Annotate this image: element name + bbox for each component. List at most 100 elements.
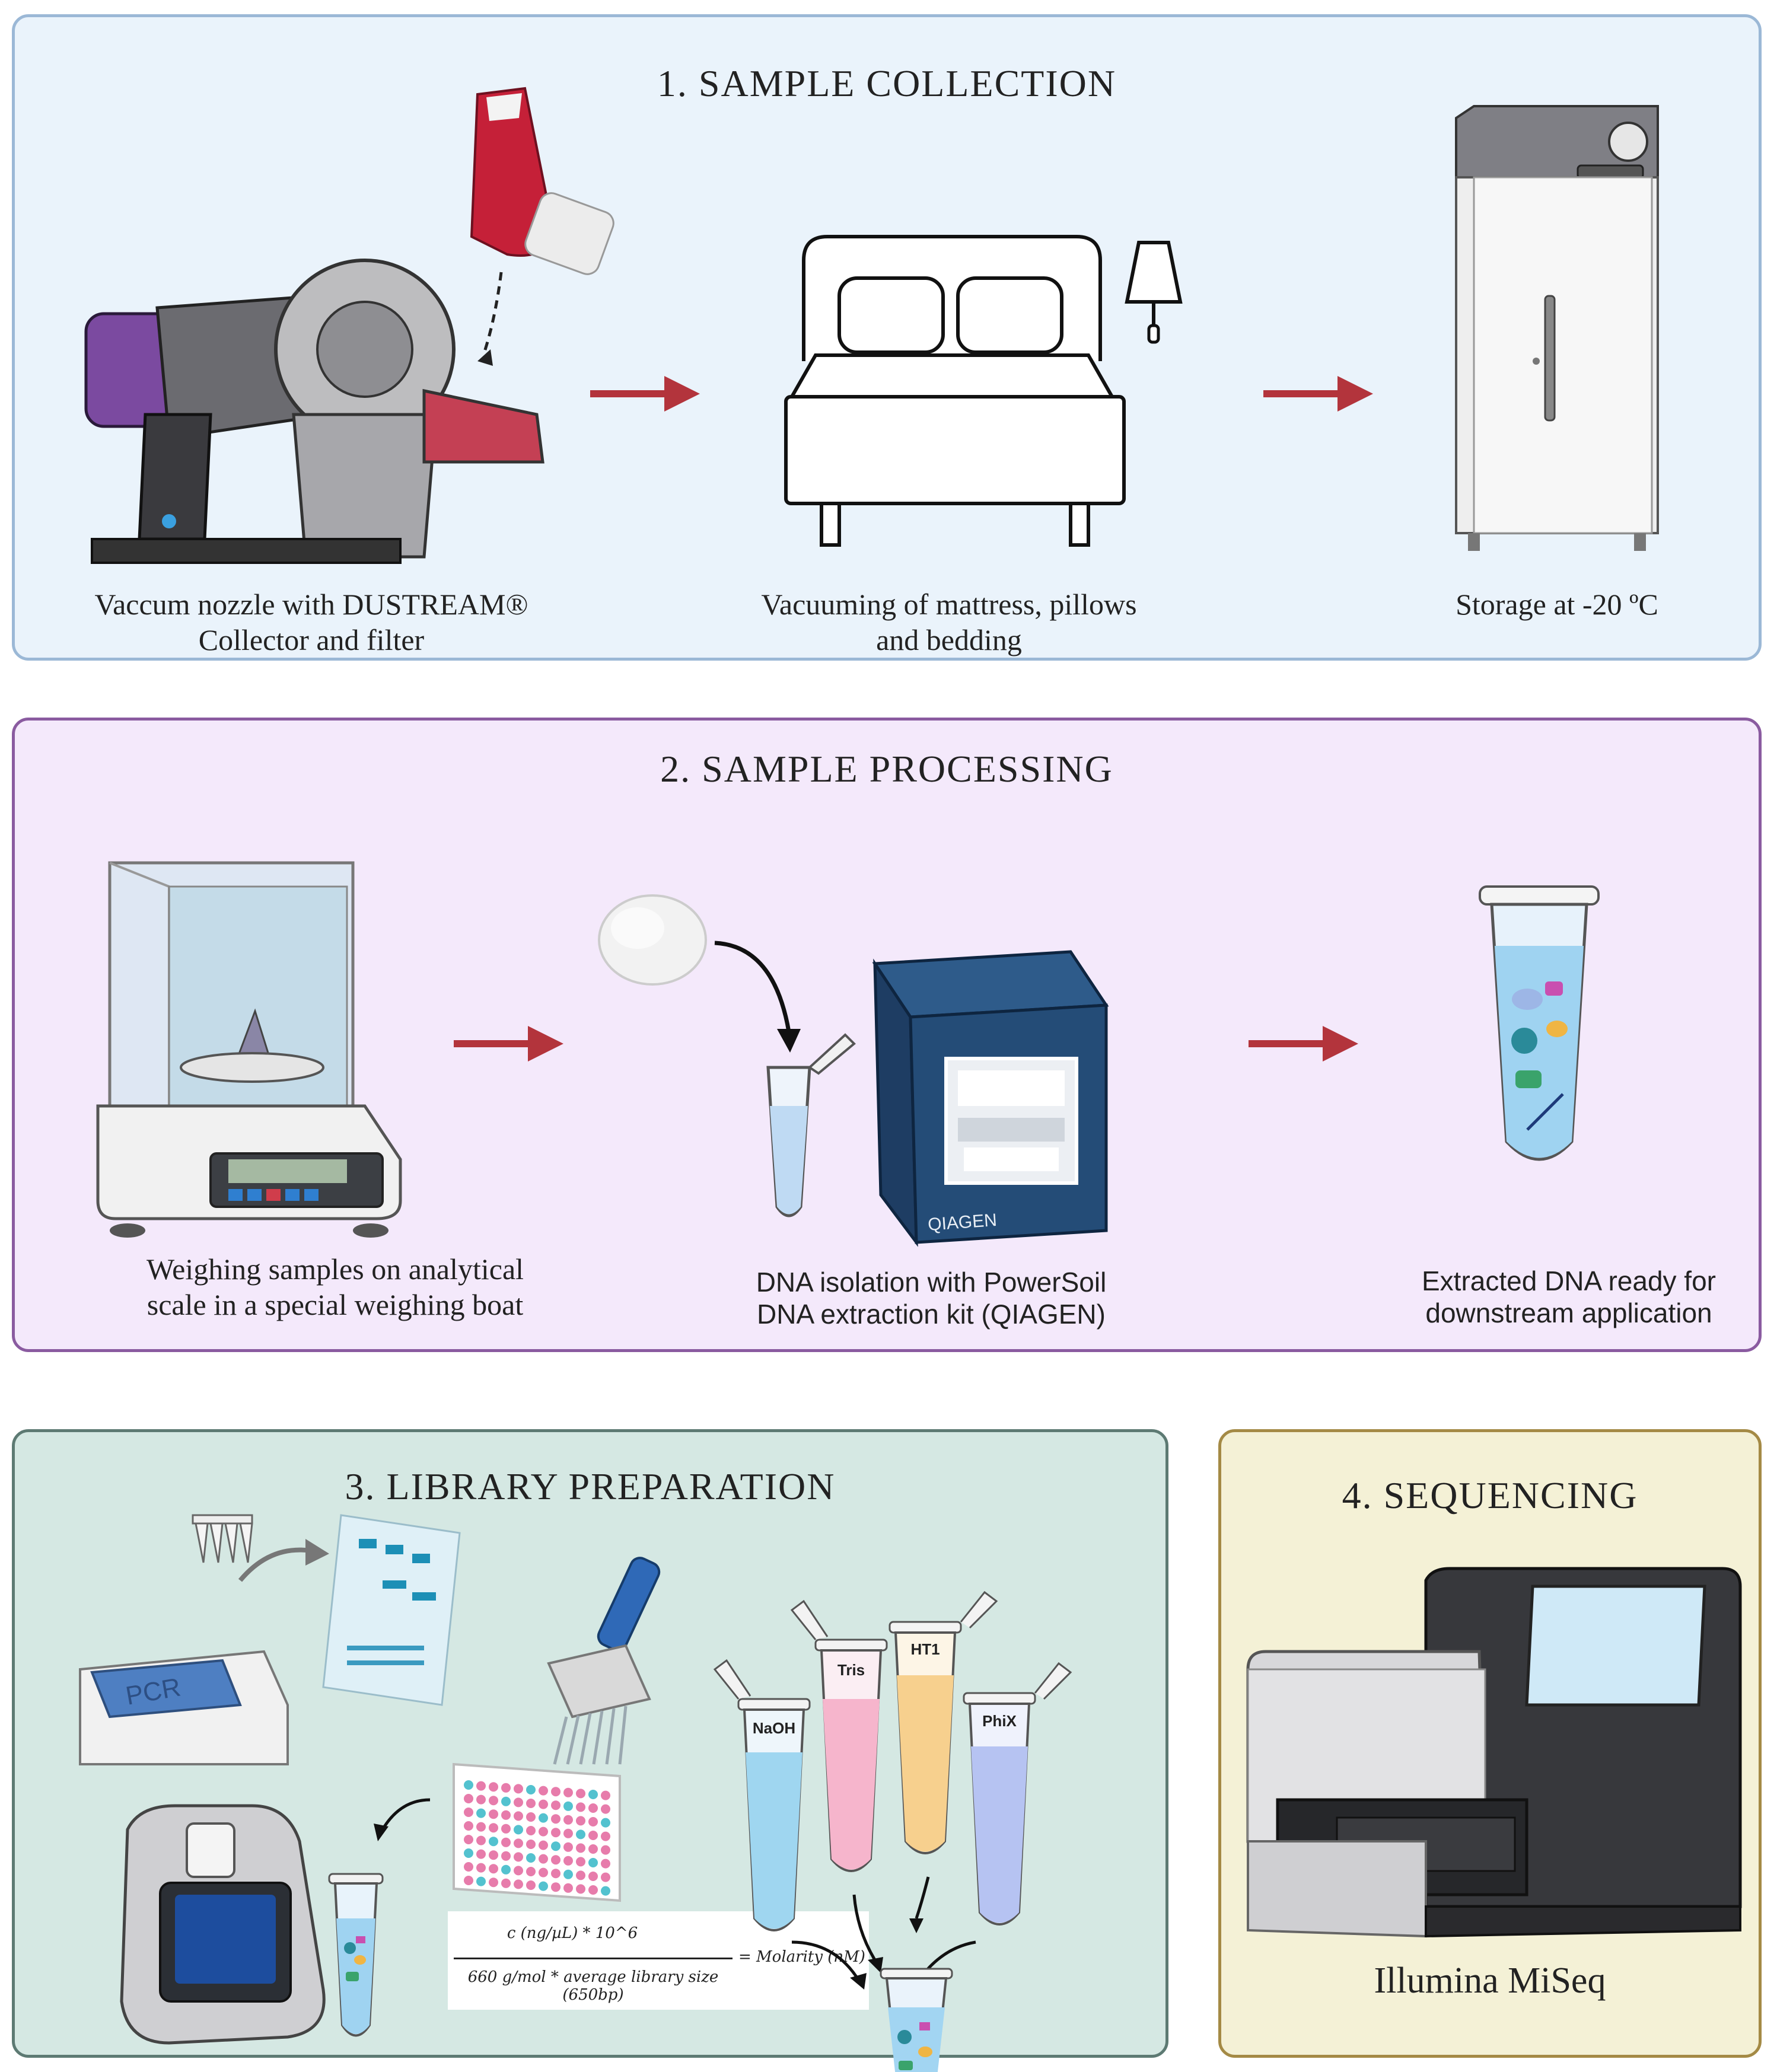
bed-icon	[784, 235, 1183, 547]
microtube-icon	[766, 1033, 856, 1217]
arrow-icon	[1249, 1026, 1358, 1061]
well	[551, 1882, 561, 1892]
dna-isolation-illustration: QIAGEN	[598, 894, 1109, 1247]
well	[489, 1782, 498, 1792]
well	[551, 1800, 561, 1810]
well	[551, 1855, 561, 1865]
well	[539, 1813, 548, 1823]
well	[539, 1786, 548, 1796]
arrow-icon	[590, 376, 700, 412]
well	[464, 1794, 473, 1803]
step-caption: Vaccum nozzle with DUSTREAM® Collector a…	[94, 588, 528, 656]
ht1-tube-icon	[888, 1590, 998, 1854]
qiagen-kit-box-icon	[872, 950, 1109, 1247]
well	[601, 1790, 610, 1800]
well	[601, 1818, 610, 1828]
well	[539, 1799, 548, 1809]
well	[464, 1848, 473, 1858]
well	[551, 1841, 561, 1851]
well	[526, 1799, 536, 1808]
pcr-gel-illustration: PCR	[79, 1514, 461, 1765]
well	[514, 1811, 523, 1821]
well	[601, 1859, 610, 1869]
well	[563, 1787, 573, 1797]
well	[489, 1823, 498, 1833]
kit-brand-label: QIAGEN	[927, 1210, 998, 1235]
well	[514, 1797, 523, 1808]
tube-label: HT1	[910, 1640, 940, 1658]
well	[476, 1808, 486, 1818]
fraction-bar	[454, 1958, 733, 1959]
well	[563, 1842, 573, 1852]
well	[476, 1794, 486, 1805]
well-plate-icon	[453, 1762, 621, 1902]
well	[563, 1828, 573, 1838]
tube-label: NaOH	[753, 1719, 795, 1737]
dna-tube-icon	[328, 1873, 384, 2037]
well	[514, 1866, 523, 1876]
panel-sample-collection: 1. SAMPLE COLLECTION	[12, 14, 1762, 661]
phix-tube-icon	[963, 1662, 1072, 1926]
well	[588, 1817, 598, 1826]
panel-sample-processing: 2. SAMPLE PROCESSING	[12, 718, 1762, 1352]
well	[551, 1814, 561, 1824]
well	[501, 1851, 511, 1861]
curved-arrow-icon	[374, 1798, 431, 1841]
well	[588, 1885, 598, 1895]
well	[464, 1876, 473, 1885]
well	[551, 1828, 561, 1838]
well	[476, 1876, 486, 1886]
formula-numerator: c (ng/µL) * 10^6	[507, 1924, 638, 1942]
well	[526, 1853, 536, 1863]
step-caption: Storage at -20 ºC	[1456, 588, 1658, 621]
well	[489, 1809, 498, 1819]
well	[601, 1804, 610, 1814]
well	[539, 1840, 548, 1850]
well	[476, 1781, 486, 1791]
well	[551, 1869, 561, 1879]
fluorometer-icon	[120, 1804, 326, 2045]
arrow-icon	[1263, 376, 1373, 412]
well	[514, 1852, 523, 1862]
miseq-sequencer-icon	[1246, 1567, 1742, 1938]
vacuum-body-icon	[84, 259, 544, 564]
well	[501, 1783, 511, 1793]
well	[489, 1837, 498, 1847]
formula-denominator: 660 g/mol * average library size (650bp)	[467, 1968, 719, 2004]
panel-title: 4. SEQUENCING	[1342, 1474, 1638, 1516]
well	[514, 1838, 523, 1848]
well	[476, 1835, 486, 1845]
well	[464, 1862, 473, 1872]
well	[539, 1867, 548, 1877]
analytical-scale-icon	[96, 861, 402, 1238]
well	[576, 1884, 585, 1894]
pcr-tube-strip-icon	[192, 1514, 253, 1563]
well	[501, 1796, 511, 1806]
molarity-formula: c (ng/µL) * 10^6 660 g/mol * average lib…	[448, 1911, 869, 2010]
arrow-icon	[454, 1026, 563, 1061]
tube-label: PhiX	[982, 1712, 1017, 1730]
step-caption: Weighing samples on analytical scale in …	[146, 1252, 524, 1321]
freezer-icon	[1455, 105, 1659, 551]
dust-sample-icon	[598, 894, 707, 986]
pcr-machine-icon	[79, 1650, 289, 1765]
step-caption: Vacuuming of mattress, pillows and beddi…	[761, 588, 1137, 656]
well	[563, 1801, 573, 1811]
well	[501, 1810, 511, 1820]
well	[464, 1780, 473, 1790]
well	[526, 1880, 536, 1890]
panel-title: 3. LIBRARY PREPARATION	[345, 1465, 836, 1507]
well	[563, 1815, 573, 1825]
step-caption: DNA isolation with PowerSoil DNA extract…	[756, 1267, 1107, 1330]
well	[514, 1784, 523, 1794]
well	[489, 1864, 498, 1874]
well	[563, 1856, 573, 1866]
well	[588, 1790, 598, 1799]
well	[601, 1845, 610, 1855]
well	[576, 1816, 585, 1826]
well	[514, 1825, 523, 1835]
well	[476, 1822, 486, 1832]
well	[588, 1872, 598, 1881]
tube-label: Tris	[837, 1661, 865, 1679]
well	[501, 1824, 511, 1834]
